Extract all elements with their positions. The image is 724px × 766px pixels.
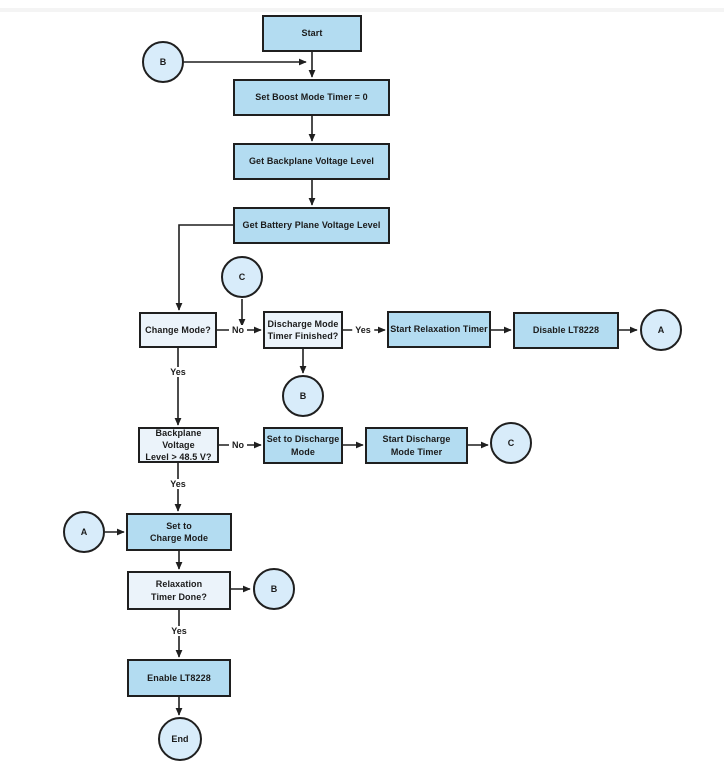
node-set-to-charge-mode: Set to Charge Mode [126, 513, 232, 551]
node-set-boost-mode-timer: Set Boost Mode Timer = 0 [233, 79, 390, 116]
edge-label-relaxation-yes: Yes [168, 626, 190, 636]
edge-getbattery-to-changemode [175, 224, 233, 311]
node-discharge-timer-finished: Discharge Mode Timer Finished? [263, 311, 343, 349]
edge-label-change-mode-yes: Yes [167, 367, 189, 377]
edge-label-discharge-finished-yes: Yes [352, 325, 374, 335]
node-relaxation-timer-done: Relaxation Timer Done? [127, 571, 231, 610]
connector-b-top: B [142, 41, 184, 83]
node-start: Start [262, 15, 362, 52]
connector-b-right: B [253, 568, 295, 610]
node-start-relaxation-timer: Start Relaxation Timer [387, 311, 491, 348]
connector-c-top: C [221, 256, 263, 298]
node-backplane-voltage-level: Backplane Voltage Level > 48.5 V? [138, 427, 219, 463]
node-end: End [158, 717, 202, 761]
edge-label-backplane-no: No [229, 440, 247, 450]
connector-b-mid: B [282, 375, 324, 417]
node-get-backplane-voltage: Get Backplane Voltage Level [233, 143, 390, 180]
node-change-mode: Change Mode? [139, 312, 217, 348]
node-disable-lt8228: Disable LT8228 [513, 312, 619, 349]
edge-label-backplane-yes: Yes [167, 479, 189, 489]
connector-a-left: A [63, 511, 105, 553]
node-set-to-discharge-mode: Set to Discharge Mode [263, 427, 343, 464]
edge-label-change-mode-no: No [229, 325, 247, 335]
connector-c-right: C [490, 422, 532, 464]
node-get-battery-plane-voltage: Get Battery Plane Voltage Level [233, 207, 390, 244]
page-top-shadow [0, 8, 724, 12]
connector-a-right: A [640, 309, 682, 351]
node-start-discharge-mode-timer: Start Discharge Mode Timer [365, 427, 468, 464]
node-enable-lt8228: Enable LT8228 [127, 659, 231, 697]
